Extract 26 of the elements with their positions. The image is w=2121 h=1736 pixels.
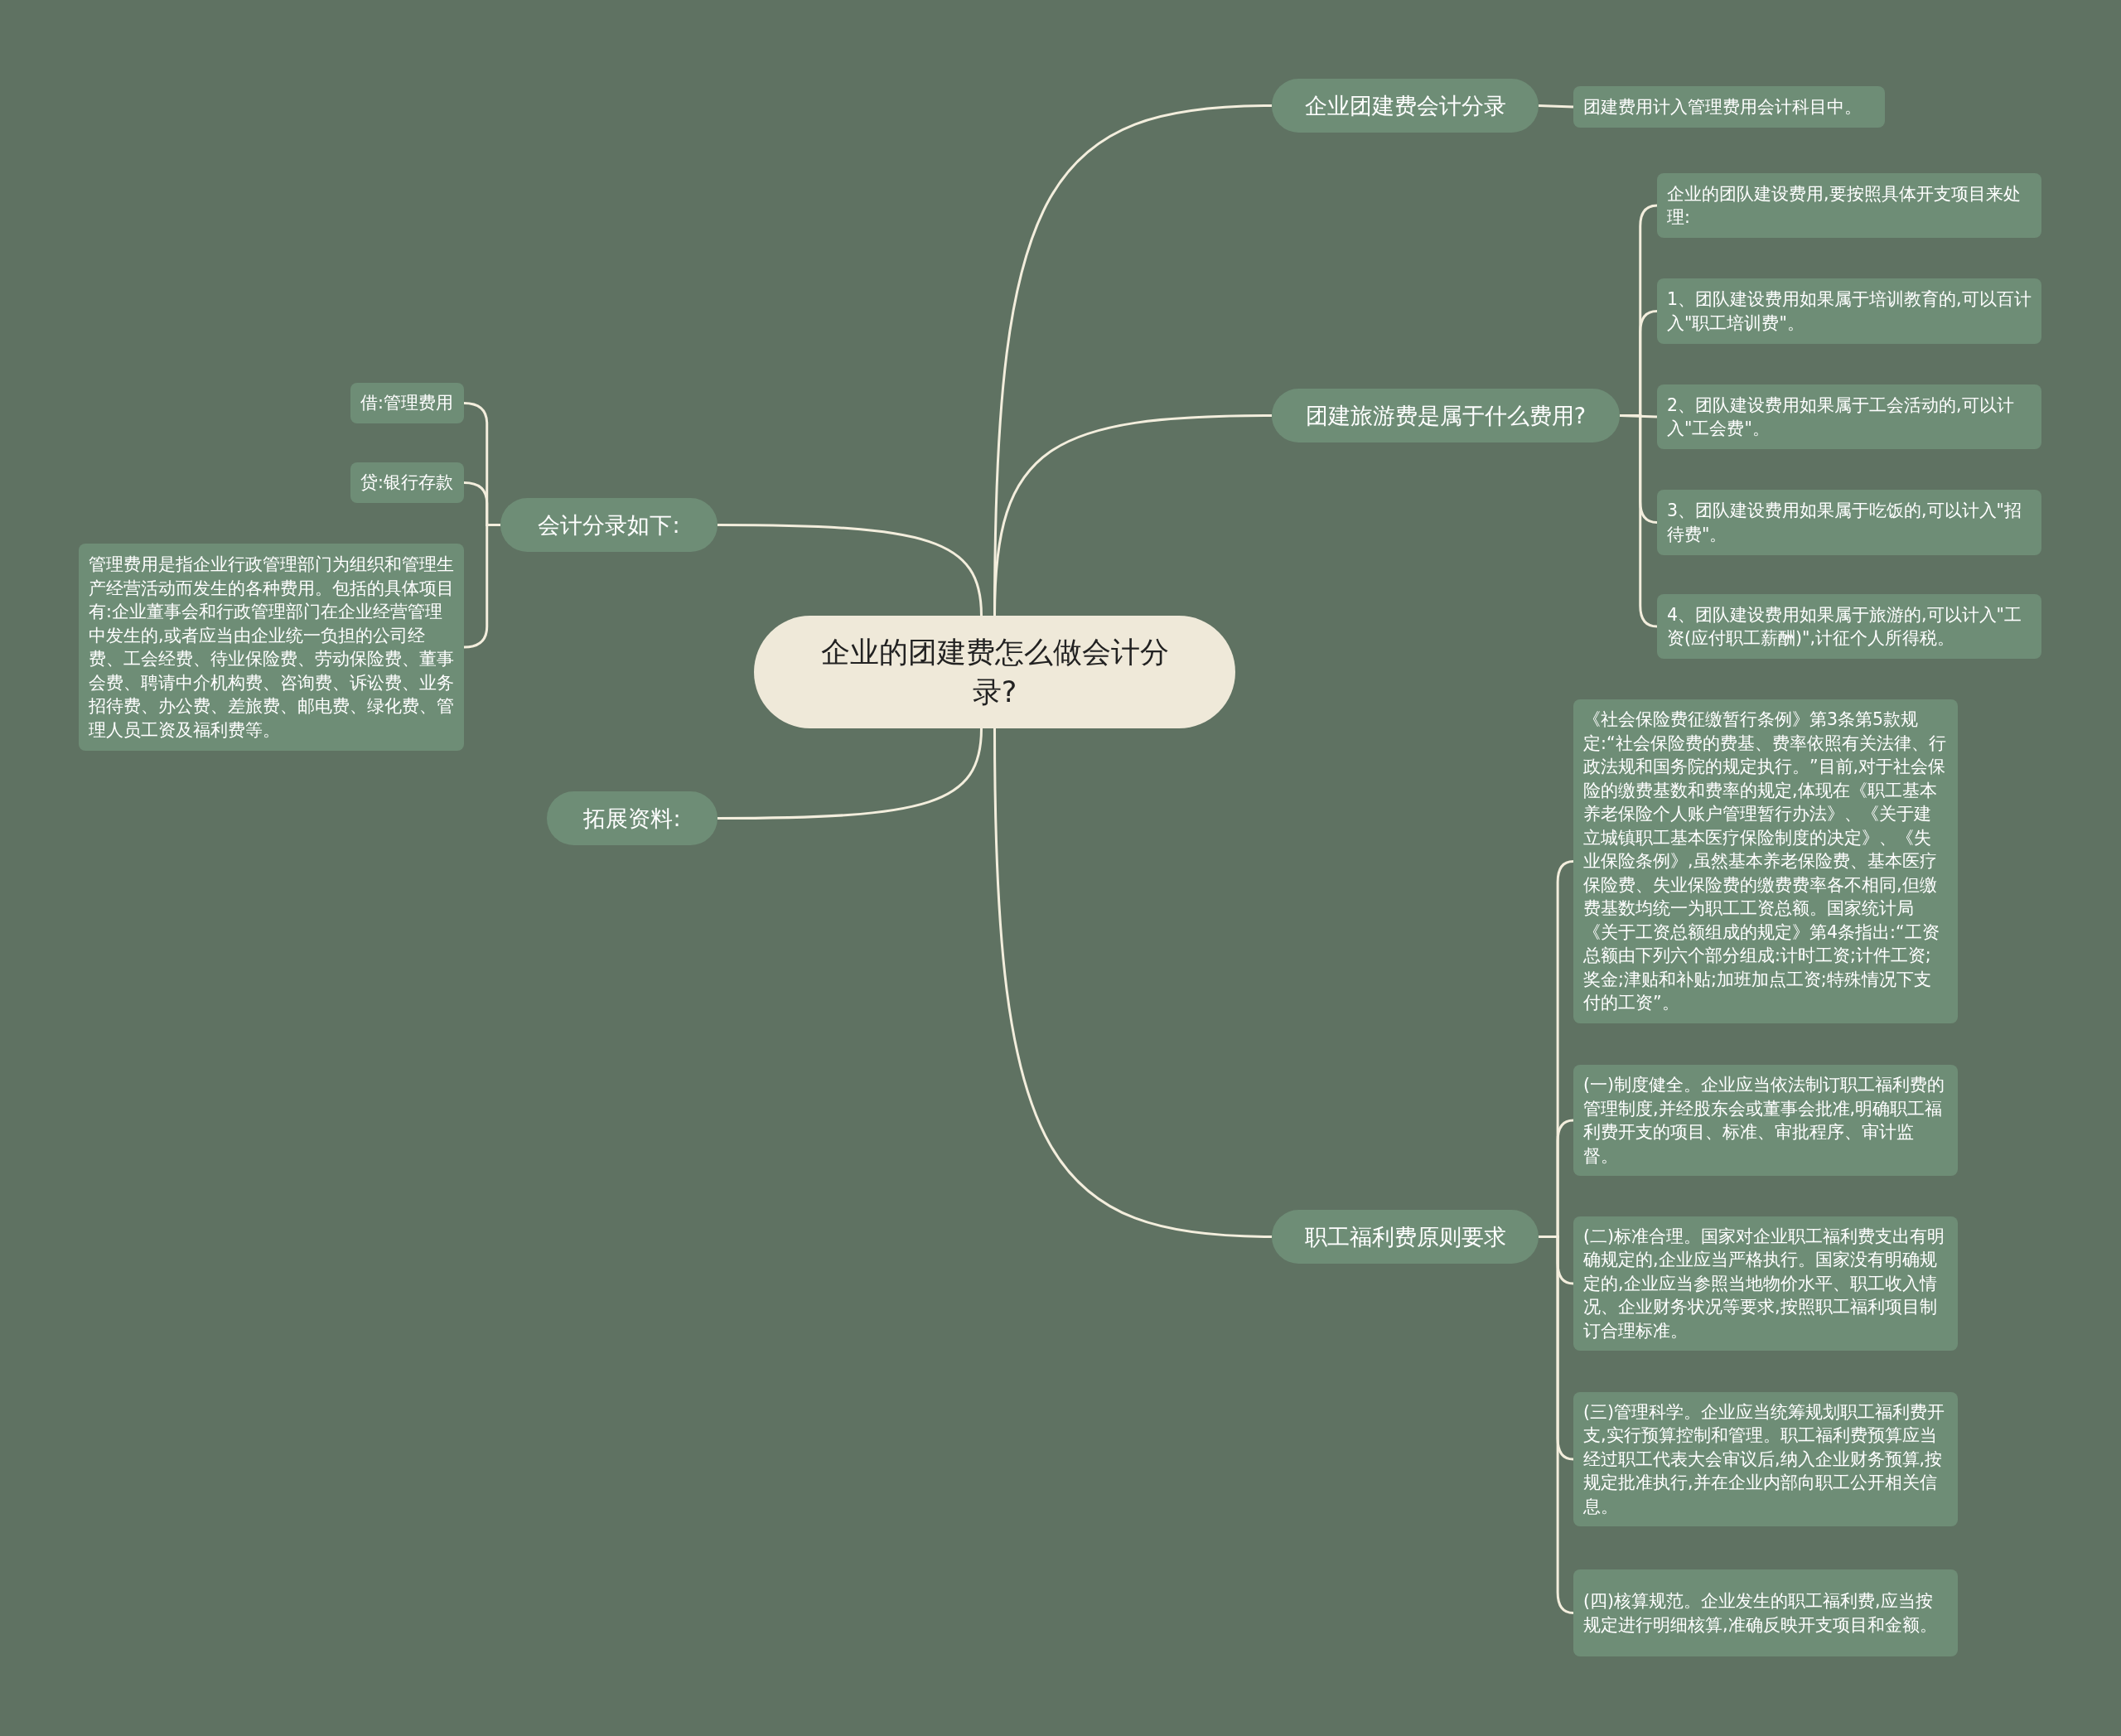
- connector-line: [1620, 414, 1658, 628]
- note-box: (二)标准合理。国家对企业职工福利费支出有明确规定的,企业应当严格执行。国家没有明确规定的,企业应当参照当地物价水平、职工收入情况、企业财务状况等要求,按照职工福利项目制订合理标准。: [1573, 1216, 1958, 1351]
- note-box: 1、团队建设费用如果属于培训教育的,可以百计入"职工培训费"。: [1657, 278, 2041, 344]
- note-box: (一)制度健全。企业应当依法制订职工福利费的管理制度,并经股东会或董事会批准,明确职工福利费开支的项目、标准、审批程序、审计监督。: [1573, 1065, 1958, 1176]
- note-box: 管理费用是指企业行政管理部门为组织和管理生产经营活动而发生的各种费用。包括的具体项目有:企业董事会和行政管理部门在企业经营管理中发生的,或者应当由企业统一负担的公司经费、工会经费、待业保险费、劳动保险费、董事会费、聘请中介机构费、咨询费、诉讼费、业务招待费、办公费、差旅费、邮电费、绿化费、管理人员工资及福利费等。: [79, 544, 464, 751]
- note-box: 4、团队建设费用如果属于旅游的,可以计入"工资(应付职工薪酬)",计征个人所得税。: [1657, 594, 2041, 659]
- note-box: 2、团队建设费用如果属于工会活动的,可以计入"工会费"。: [1657, 384, 2041, 449]
- note-box: 《社会保险费征缴暂行条例》第3条第5款规定:“社会保险费的费基、费率依照有关法律、行政法规和国务院的规定执行。”目前,对于社会保险的缴费基数和费率的规定,体现在《职工基本养老保险个人账户管理暂行办法》、《关于建立城镇职工基本医疗保险制度的决定》、《失业保险条例》,虽然基本养老保险费、基本医疗保险费、失业保险费的缴费费率各不相同,但缴费基数均统一为职工工资总额。国家统计局《关于工资总额组成的规定》第4条指出:“工资总额由下列六个部分组成:计时工资;计件工资;奖金;津贴和补贴;加班加点工资;特殊情况下支付的工资”。: [1573, 699, 1958, 1023]
- note-box: 借:管理费用: [350, 383, 464, 423]
- central-topic-bubble: 企业的团建费怎么做会计分录?: [754, 616, 1235, 728]
- note-box: 3、团队建设费用如果属于吃饭的,可以计入"招待费"。: [1657, 490, 2041, 555]
- note-box: 团建费用计入管理费用会计科目中。: [1573, 86, 1885, 128]
- note-box: 企业的团队建设费用,要按照具体开支项目来处理:: [1657, 173, 2041, 238]
- topic-bubble: 团建旅游费是属于什么费用?: [1272, 389, 1620, 442]
- connector-line: [717, 524, 983, 617]
- topic-bubble: 职工福利费原则要求: [1272, 1210, 1539, 1264]
- note-box: (三)管理科学。企业应当统筹规划职工福利费开支,实行预算控制和管理。职工福利费预算应当经过职工代表大会审议后,纳入企业财务预算,按规定批准执行,并在企业内部向职工公开相关信息。: [1573, 1392, 1958, 1526]
- note-box: (四)核算规范。企业发生的职工福利费,应当按规定进行明细核算,准确反映开支项目和金额。: [1573, 1569, 1958, 1656]
- connector-line: [717, 728, 983, 820]
- connector-line: [1538, 104, 1574, 109]
- connector-line: [1539, 1236, 1574, 1614]
- topic-bubble: 会计分录如下:: [500, 498, 717, 552]
- topic-bubble: 拓展资料:: [547, 791, 717, 845]
- connector-line: [993, 728, 1273, 1238]
- topic-bubble: 企业团建费会计分录: [1272, 79, 1539, 133]
- note-box: 贷:银行存款: [350, 462, 464, 503]
